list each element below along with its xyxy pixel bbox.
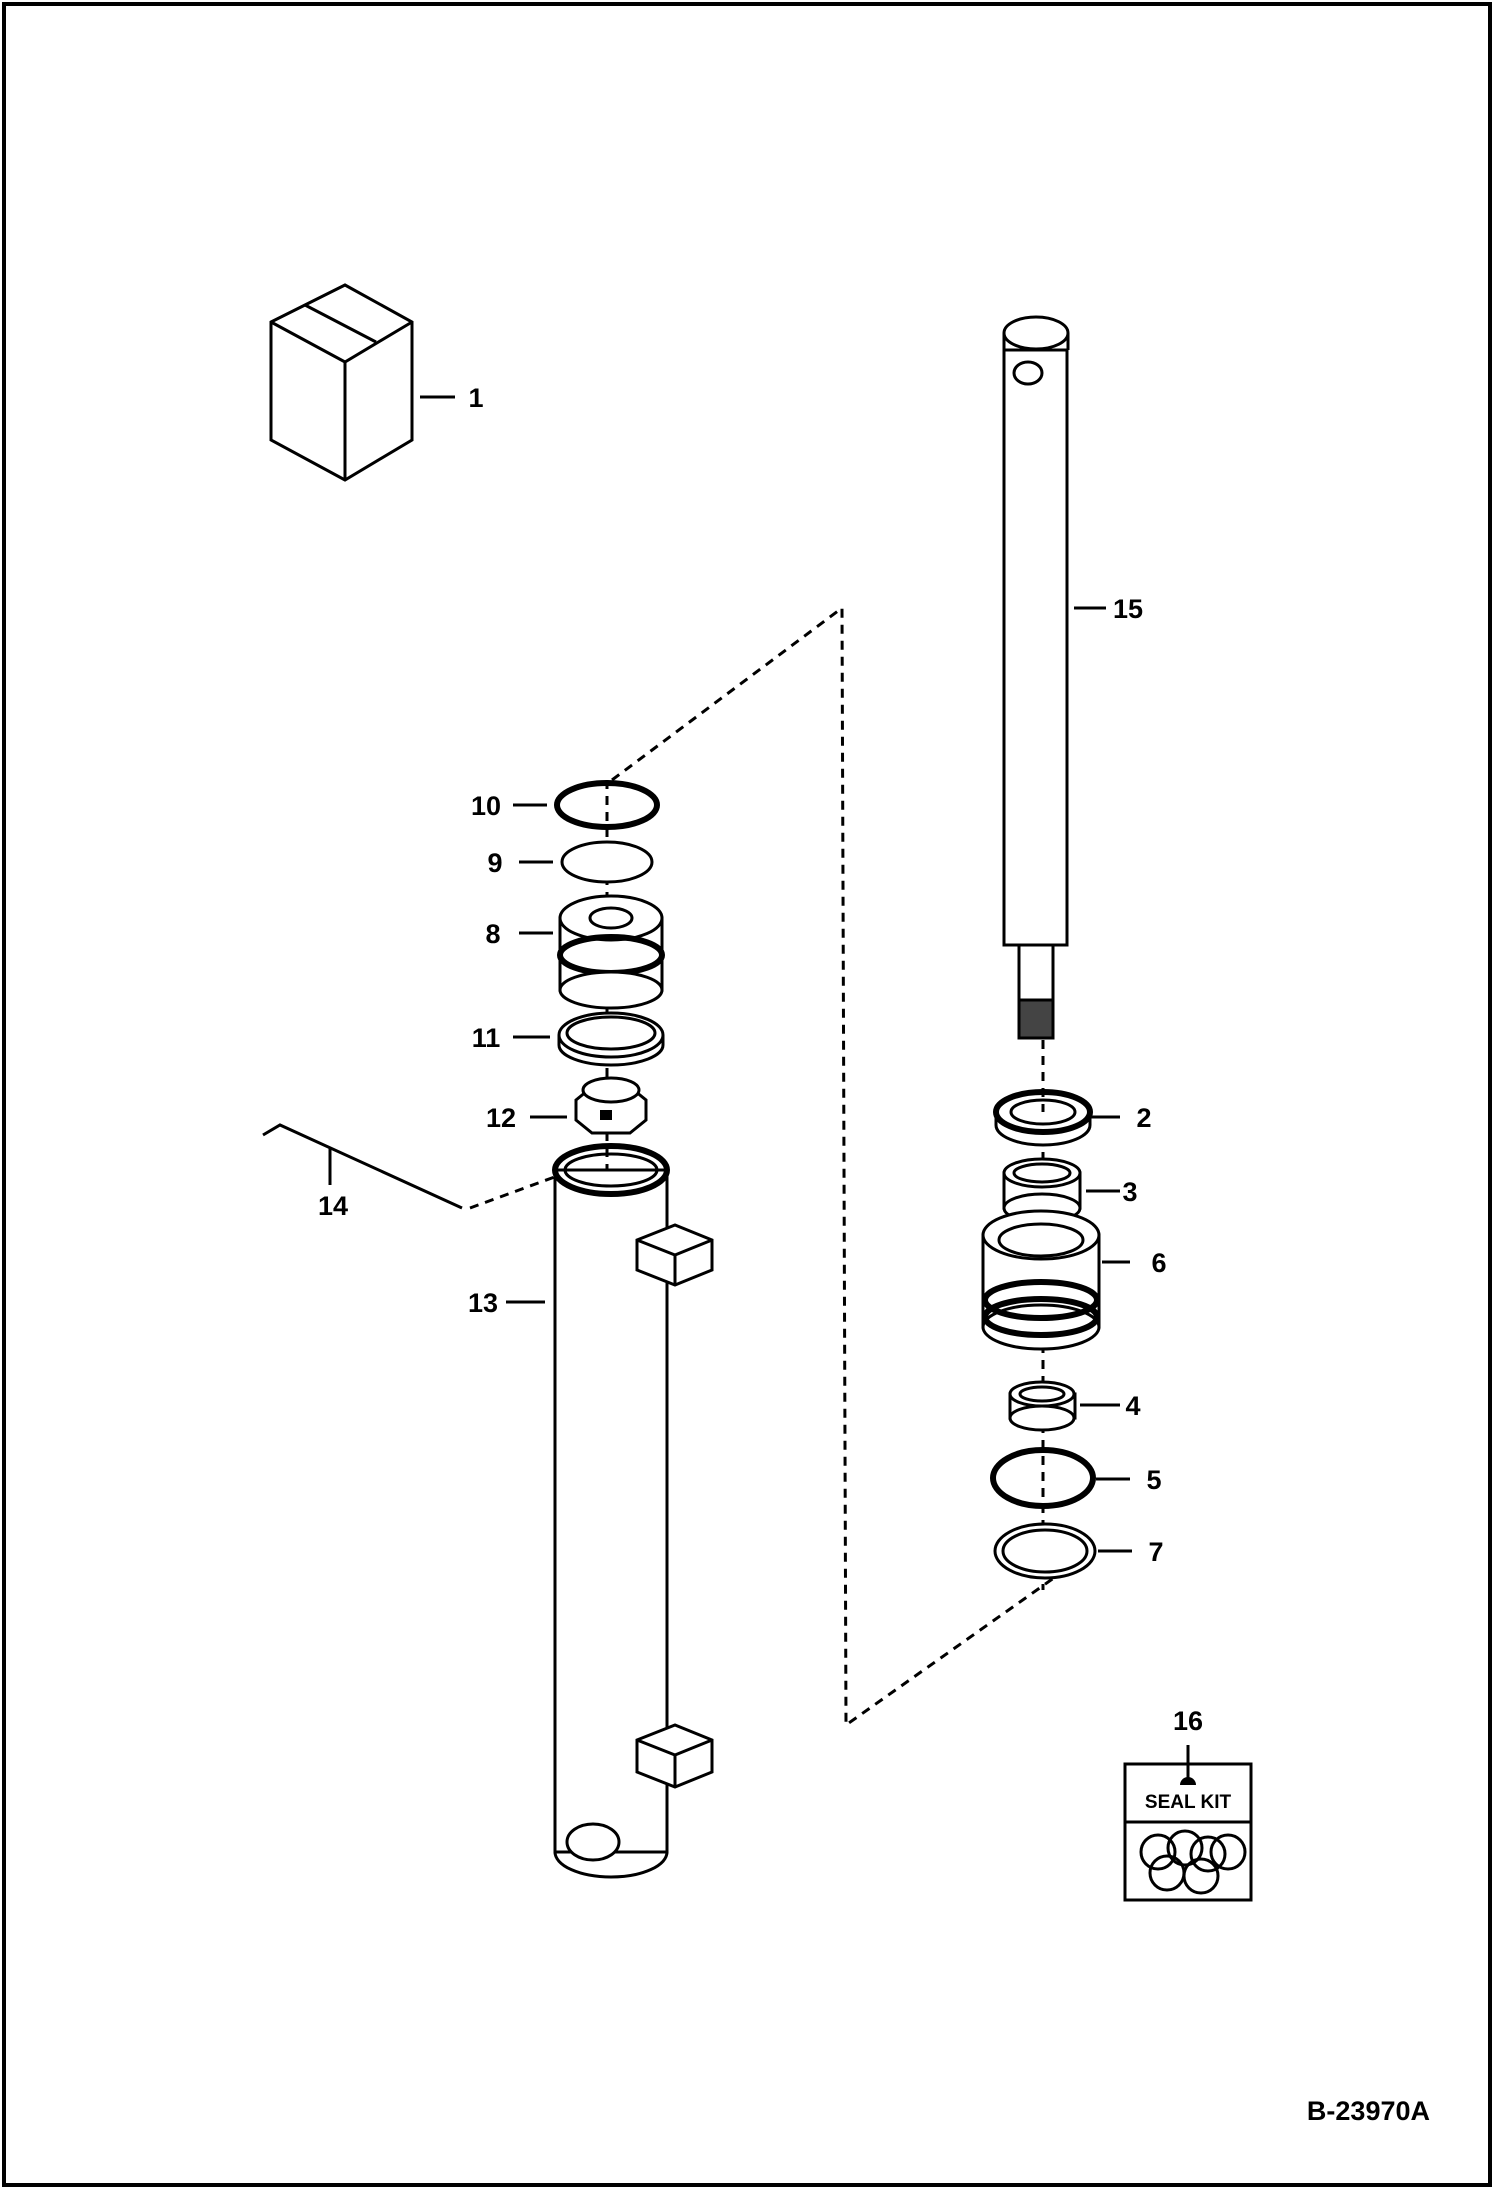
callout-4: 4 bbox=[1125, 1391, 1140, 1421]
callout-10: 10 bbox=[471, 791, 501, 821]
part-barrel bbox=[506, 1143, 714, 1879]
figure-id: B-23970A bbox=[1307, 2096, 1430, 2126]
part-gland bbox=[981, 1209, 1130, 1351]
seal-kit-label: SEAL KIT bbox=[1145, 1792, 1232, 1813]
callout-16: 16 bbox=[1173, 1706, 1203, 1736]
part-o-ring-10 bbox=[513, 780, 660, 830]
part-rod-bushing bbox=[1002, 1157, 1120, 1224]
callout-7: 7 bbox=[1148, 1537, 1163, 1567]
callout-15: 15 bbox=[1113, 594, 1143, 624]
callout-12: 12 bbox=[486, 1103, 516, 1133]
part-piston bbox=[519, 894, 665, 1010]
callout-13: 13 bbox=[468, 1288, 498, 1318]
callout-1: 1 bbox=[468, 383, 483, 413]
part-backup-ring bbox=[993, 1522, 1132, 1580]
part-o-ring-5 bbox=[990, 1447, 1130, 1509]
part-rod bbox=[1002, 315, 1106, 1040]
part-box bbox=[269, 283, 455, 482]
part-nut bbox=[530, 1076, 648, 1135]
callout-14: 14 bbox=[318, 1191, 348, 1221]
callout-9: 9 bbox=[487, 848, 502, 878]
part-bushing bbox=[1008, 1380, 1120, 1432]
wrench-dashed-line bbox=[469, 1173, 561, 1210]
part-wear-ring bbox=[513, 1011, 665, 1067]
callout-8: 8 bbox=[485, 919, 500, 949]
part-wiper-seal bbox=[993, 1089, 1120, 1147]
part-seal-kit: SEAL KIT bbox=[1123, 1745, 1253, 1902]
assembly-dashed-line bbox=[611, 605, 1059, 1728]
callout-6: 6 bbox=[1151, 1248, 1166, 1278]
callout-5: 5 bbox=[1146, 1465, 1161, 1495]
part-seal-ring-9 bbox=[519, 840, 654, 884]
callout-2: 2 bbox=[1136, 1103, 1151, 1133]
callout-11: 11 bbox=[472, 1023, 501, 1053]
callout-3: 3 bbox=[1122, 1177, 1137, 1207]
part-wrench bbox=[262, 1123, 463, 1210]
